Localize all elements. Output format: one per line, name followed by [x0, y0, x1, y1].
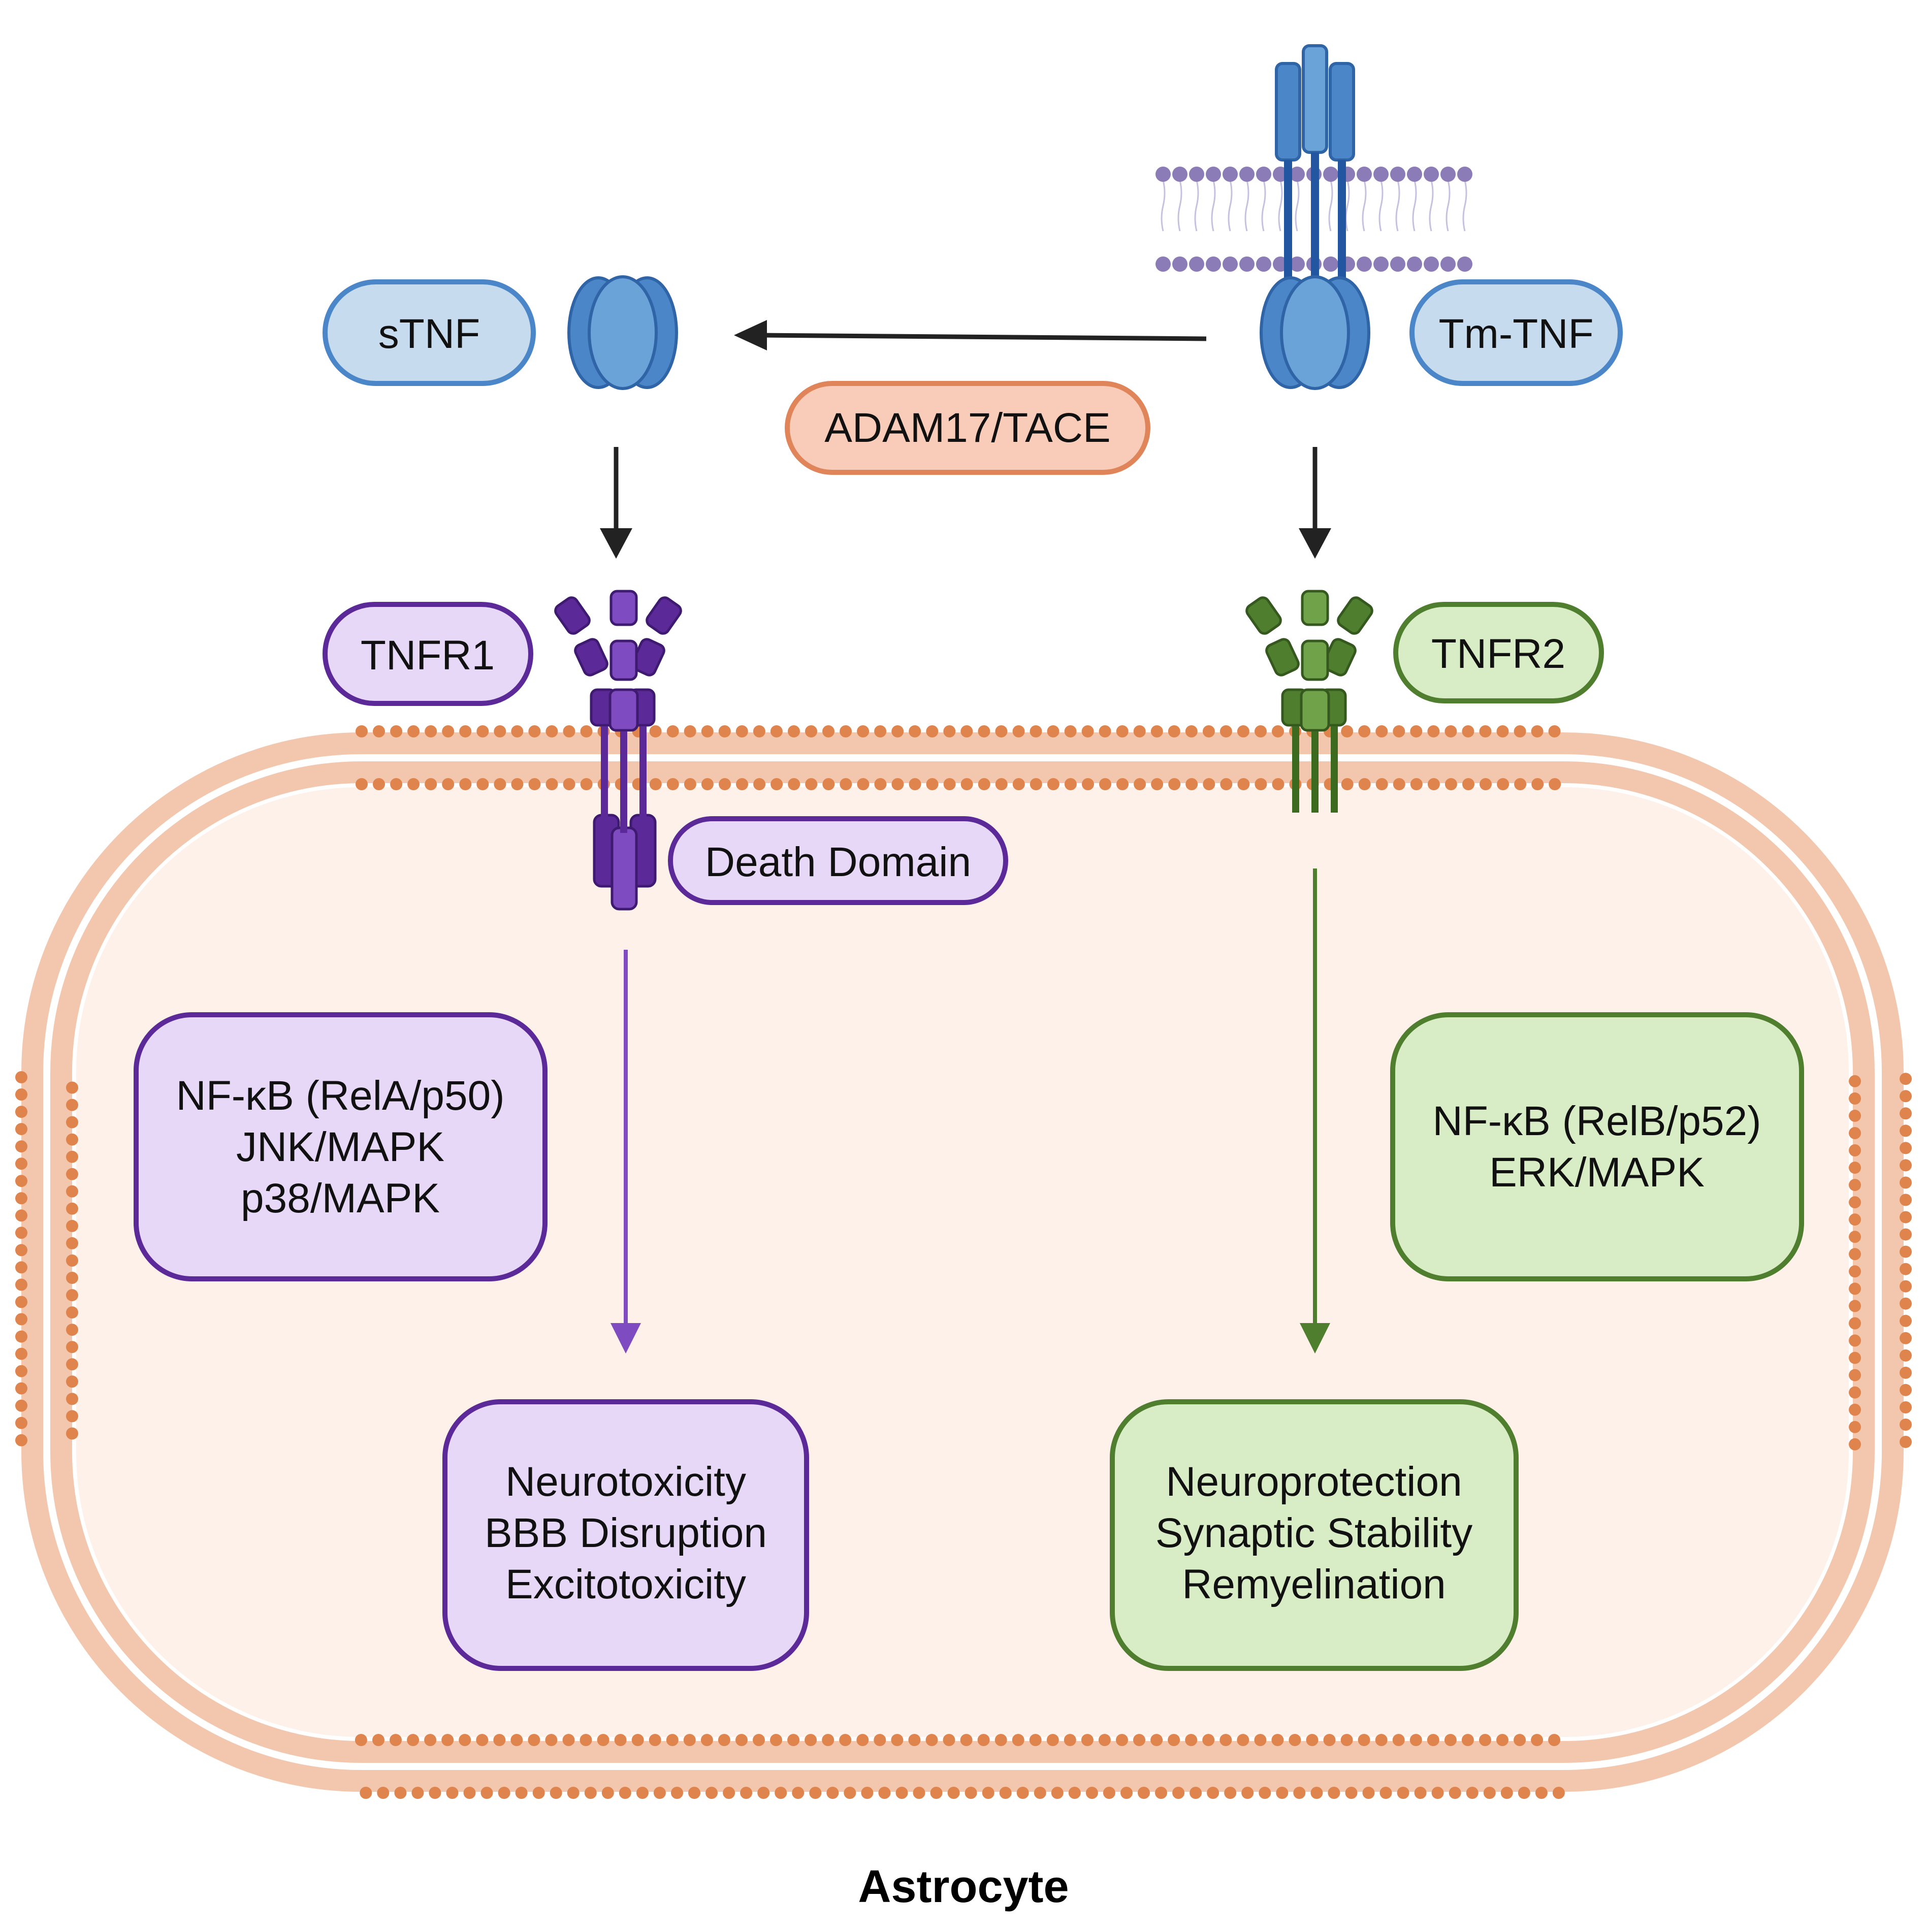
svg-text:NF-κB (RelB/p52): NF-κB (RelB/p52): [1432, 1098, 1761, 1144]
tnfr2-label: TNFR2: [1393, 602, 1604, 703]
svg-text:Neuroprotection: Neuroprotection: [1166, 1459, 1462, 1505]
svg-text:Synaptic Stability: Synaptic Stability: [1155, 1510, 1472, 1556]
svg-text:TNFR2: TNFR2: [1431, 631, 1565, 677]
svg-text:ADAM17/TACE: ADAM17/TACE: [824, 405, 1111, 451]
svg-text:Neurotoxicity: Neurotoxicity: [505, 1459, 746, 1505]
svg-text:ERK/MAPK: ERK/MAPK: [1489, 1149, 1705, 1196]
svg-text:TNFR1: TNFR1: [361, 632, 495, 679]
svg-text:NF-κB (RelA/p50): NF-κB (RelA/p50): [176, 1073, 504, 1119]
tmtnf-to-tnfr2-arrow: [1299, 447, 1331, 559]
tnfr1-signal-arrow: [611, 950, 641, 1354]
svg-text:JNK/MAPK: JNK/MAPK: [236, 1124, 444, 1170]
tnfr2-receptor-icon: [1245, 590, 1373, 813]
tnfr1-outcomes-box: Neurotoxicity BBB Disruption Excitotoxic…: [442, 1399, 809, 1671]
tm-tnf-label: Tm-TNF: [1409, 279, 1623, 386]
death-domain-label: Death Domain: [668, 816, 1008, 905]
stnf-label: sTNF: [323, 279, 536, 386]
tnfr2-signal-arrow: [1300, 868, 1330, 1354]
stnf-to-tnfr1-arrow: [600, 447, 632, 559]
svg-text:p38/MAPK: p38/MAPK: [241, 1175, 440, 1221]
svg-text:Tm-TNF: Tm-TNF: [1438, 311, 1593, 357]
stnf-trimer-icon: [567, 275, 678, 390]
tnfr1-label: TNFR1: [323, 602, 533, 706]
svg-text:Death Domain: Death Domain: [705, 839, 971, 885]
tnfr2-outcomes-box: Neuroprotection Synaptic Stability Remye…: [1110, 1399, 1519, 1671]
tm-tnf-trimer-icon: [1260, 44, 1370, 390]
cell-name-label: Astrocyte: [858, 1861, 1069, 1912]
svg-text:Excitotoxicity: Excitotoxicity: [505, 1561, 746, 1607]
tnfr1-pathways-box: NF-κB (RelA/p50) JNK/MAPK p38/MAPK: [134, 1012, 548, 1281]
svg-text:Remyelination: Remyelination: [1182, 1561, 1446, 1607]
svg-text:BBB Disruption: BBB Disruption: [485, 1510, 767, 1556]
svg-text:sTNF: sTNF: [378, 311, 480, 357]
cell-membrane: [15, 725, 1912, 1799]
tnfr2-pathways-box: NF-κB (RelB/p52) ERK/MAPK: [1390, 1012, 1804, 1281]
tnfr1-receptor-icon: [554, 590, 682, 911]
adam17-label: ADAM17/TACE: [785, 381, 1150, 475]
cleavage-arrow: [734, 320, 1207, 350]
